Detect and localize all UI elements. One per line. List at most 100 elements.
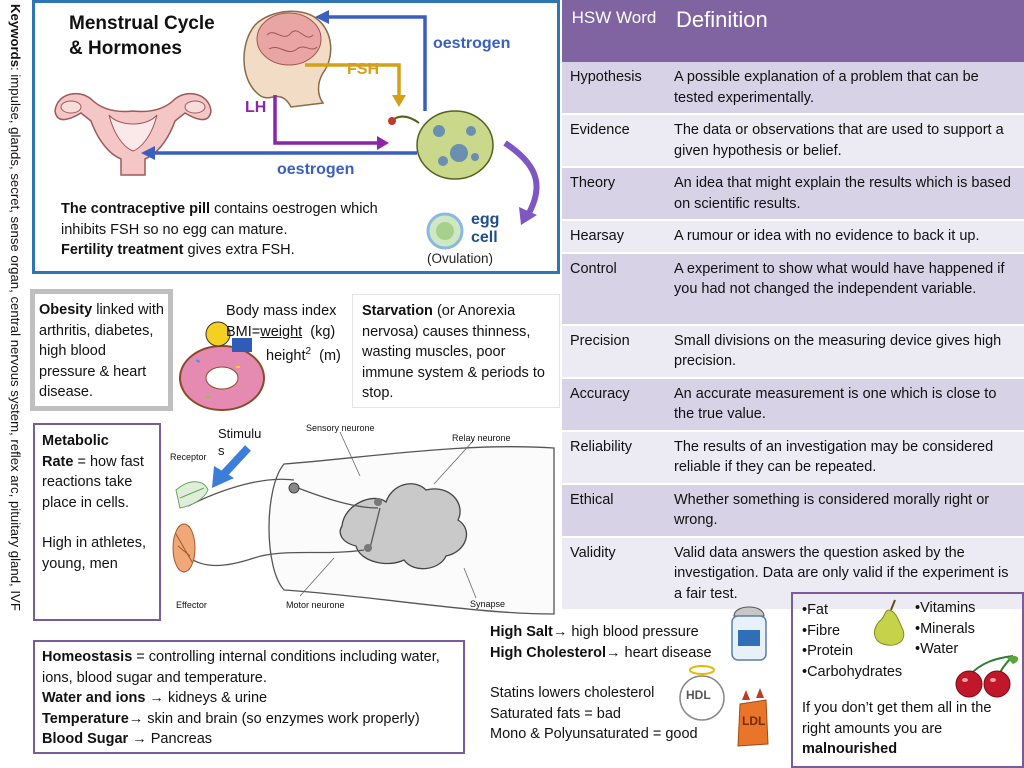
label-egg-cell: egg cell bbox=[471, 211, 499, 247]
effector-muscle-icon bbox=[172, 523, 196, 573]
label-effector: Effector bbox=[176, 600, 207, 610]
homeostasis-rest: = controlling internal conditions includ… bbox=[42, 649, 440, 686]
nutrients-panel: •Fat •Fibre •Protein •Carbohydrates •Vit… bbox=[791, 592, 1024, 768]
header-definition: Definition bbox=[666, 0, 1024, 62]
metabolic-text: Metabolic Rate = how fast reactions take… bbox=[42, 431, 154, 574]
nutrient-item: •Minerals bbox=[915, 620, 975, 637]
temp-bold: Temperature bbox=[42, 710, 129, 727]
bmi-eq: BMI= bbox=[226, 323, 261, 340]
nutrient-item: •Carbohydrates bbox=[802, 663, 903, 680]
label-fsh: FSH bbox=[347, 61, 379, 78]
cycle-title-line2: & Hormones bbox=[69, 38, 182, 59]
menstrual-diagram bbox=[54, 10, 540, 250]
nutrient-item: •Protein bbox=[802, 643, 854, 659]
fertility-rest: gives extra FSH. bbox=[183, 242, 295, 258]
row-word: Evidence bbox=[562, 114, 666, 168]
keywords-sidebar: Keywords: impulse, glands, secret, sense… bbox=[4, 4, 26, 764]
bmi-weight: weight bbox=[260, 323, 303, 340]
uterus-icon bbox=[54, 92, 212, 176]
fertility-bold: Fertility treatment bbox=[61, 242, 184, 258]
nutrient-item: •Water bbox=[915, 641, 959, 657]
homeostasis-bold: Homeostasis bbox=[42, 649, 133, 665]
homeostasis-text: Homeostasis = controlling internal condi… bbox=[42, 649, 440, 747]
row-definition: Whether something is considered morally … bbox=[666, 483, 1024, 538]
hdl-label: HDL bbox=[686, 688, 711, 702]
nutrient-item: •Fat bbox=[802, 602, 829, 618]
saturated-text: Saturated fats = bad bbox=[490, 705, 621, 722]
metabolic-panel: Metabolic Rate = how fast reactions take… bbox=[33, 423, 161, 621]
row-word: Ethical bbox=[562, 483, 666, 538]
label-motor-neurone: Motor neurone bbox=[286, 600, 345, 610]
metabolic-bold1: Metabolic bbox=[42, 433, 109, 449]
row-word: Hearsay bbox=[562, 220, 666, 254]
row-word: Hypothesis bbox=[562, 62, 666, 115]
pill-bold: The contraceptive pill bbox=[61, 201, 211, 217]
starvation-panel: Starvation (or Anorexia nervosa) causes … bbox=[352, 294, 560, 408]
chol-bold: High Cholesterol bbox=[490, 644, 607, 661]
hdl-ldl-icon bbox=[679, 665, 769, 747]
bmi-line1: Body mass index bbox=[226, 303, 337, 319]
row-definition: A rumour or idea with no evidence to bac… bbox=[666, 220, 1024, 254]
metabolic-para2: High in athletes, young, men bbox=[42, 535, 146, 572]
row-word: Precision bbox=[562, 324, 666, 379]
obesity-text: Obesity linked with arthritis, diabetes,… bbox=[39, 300, 165, 403]
label-lh: LH bbox=[245, 99, 267, 116]
homer-donut-icon bbox=[179, 321, 265, 411]
menstrual-cycle-panel: Menstrual Cycle & Hormones bbox=[32, 0, 560, 274]
label-ovulation: (Ovulation) bbox=[427, 251, 494, 266]
label-receptor: Receptor bbox=[170, 452, 207, 462]
bmi-height: height bbox=[266, 347, 306, 364]
bmi-line2: BMI=weight (kg) bbox=[226, 322, 356, 343]
obesity-panel: Obesity linked with arthritis, diabetes,… bbox=[30, 289, 173, 411]
table-header: HSW Word Definition bbox=[562, 0, 1024, 62]
cycle-title-line1: Menstrual Cycle bbox=[69, 13, 215, 34]
note-text: If you don’t get them all in the right a… bbox=[802, 700, 992, 737]
label-relay-neurone: Relay neurone bbox=[452, 433, 511, 443]
egg-line1: egg bbox=[471, 211, 500, 228]
row-definition: The data or observations that are used t… bbox=[666, 114, 1024, 168]
egg-line2: cell bbox=[471, 229, 498, 246]
row-word: Control bbox=[562, 252, 666, 326]
nutrient-item: •Vitamins bbox=[915, 600, 976, 616]
cherries-icon bbox=[955, 655, 1019, 698]
water-bold: Water and ions bbox=[42, 690, 146, 706]
nutrient-item: •Fibre bbox=[802, 622, 841, 639]
row-definition: A possible explanation of a problem that… bbox=[666, 62, 1024, 115]
chol-rest: heart disease bbox=[620, 644, 712, 661]
water-rest: kidneys & urine bbox=[163, 690, 268, 706]
row-definition: The results of an investigation may be c… bbox=[666, 430, 1024, 485]
row-definition: A experiment to show what would have hap… bbox=[666, 252, 1024, 326]
pear-icon bbox=[874, 599, 905, 646]
bmi-m: (m) bbox=[319, 347, 341, 364]
brain-head-icon bbox=[243, 10, 332, 108]
egg-cell-icon bbox=[426, 212, 464, 250]
homeostasis-panel: Homeostasis = controlling internal condi… bbox=[33, 640, 465, 754]
label-oestrogen-bottom: oestrogen bbox=[277, 161, 355, 178]
contraceptive-text: The contraceptive pill contains oestroge… bbox=[61, 199, 421, 261]
malnourished-note: If you don’t get them all in the right a… bbox=[802, 698, 1016, 760]
row-word: Validity bbox=[562, 536, 666, 611]
metabolic-bold2: Rate bbox=[42, 453, 74, 470]
keywords-list: : impulse, glands, secret, sense organ, … bbox=[8, 67, 23, 611]
starvation-text: Starvation (or Anorexia nervosa) causes … bbox=[362, 301, 552, 404]
pill-rest: contains oestrogen which inhibits FSH so… bbox=[61, 201, 378, 238]
row-definition: Valid data answers the question asked by… bbox=[666, 536, 1024, 611]
note-bold: malnourished bbox=[802, 741, 898, 757]
keywords-label: Keywords bbox=[8, 4, 23, 68]
label-synapse: Synapse bbox=[470, 599, 506, 609]
reflex-arc-diagram bbox=[172, 431, 555, 615]
sugar-bold: Blood Sugar bbox=[42, 731, 129, 747]
salt-shaker-icon bbox=[731, 606, 767, 661]
cycle-title: Menstrual Cycle & Hormones bbox=[69, 11, 215, 61]
row-definition: An idea that might explain the results w… bbox=[666, 167, 1024, 221]
